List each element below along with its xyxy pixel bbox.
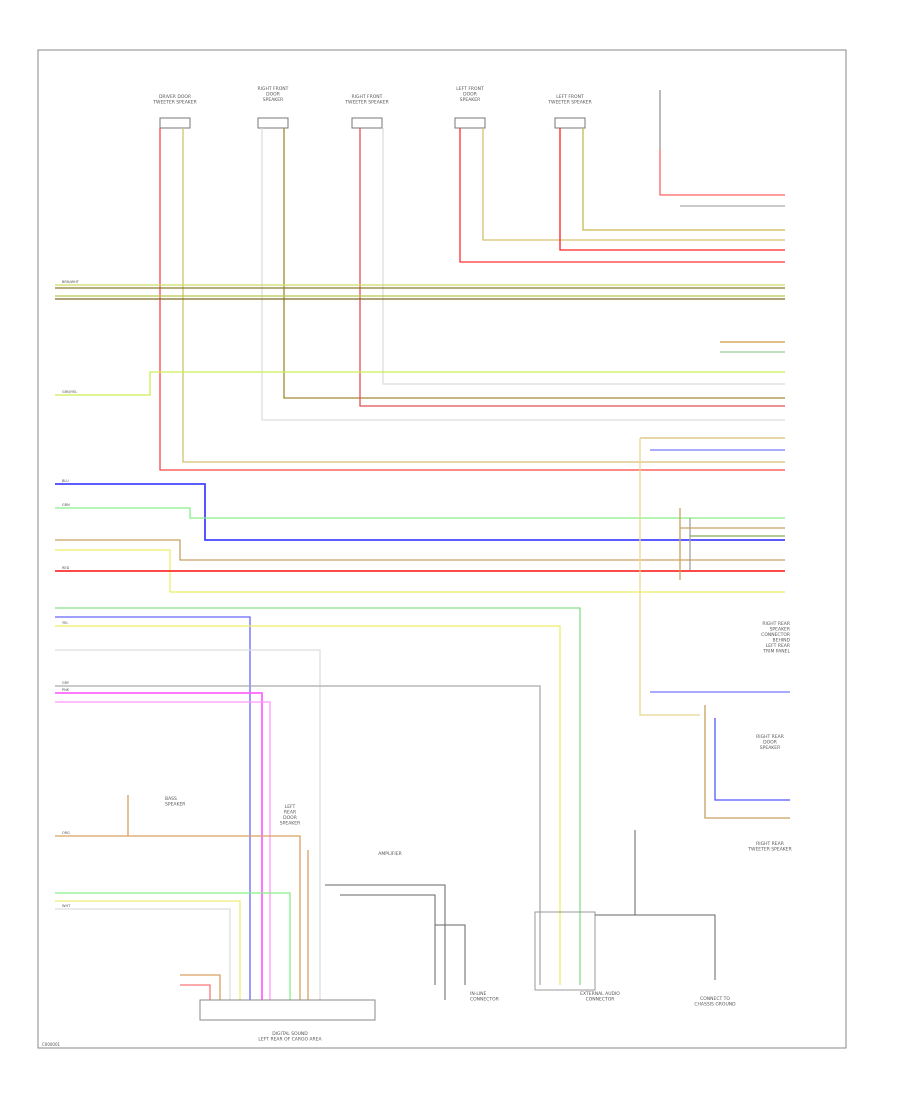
wire-tag-4: GRN bbox=[62, 503, 70, 507]
wire-tag-5: RED bbox=[62, 566, 70, 570]
wire-tag-9: ORG bbox=[62, 831, 70, 835]
amp-note: AMPLIFIER bbox=[378, 851, 401, 857]
horizontal-bus-wires bbox=[55, 284, 785, 716]
external-audio-connector bbox=[534, 911, 596, 991]
top-speaker-connectors bbox=[159, 90, 661, 195]
wire-tags: BRN/WHT GRN/YEL BLU GRN RED YEL GRY PNK … bbox=[62, 280, 80, 908]
ground-wire bbox=[595, 830, 716, 980]
wire-tag-10: WHT bbox=[62, 904, 71, 908]
wire-tag-1: BRN/WHT bbox=[62, 280, 80, 284]
amplifier-wiring bbox=[55, 607, 790, 1000]
wire-tag-7: GRY bbox=[62, 681, 70, 685]
vertical-speaker-wires bbox=[159, 128, 785, 471]
amplifier-connector bbox=[199, 999, 376, 1021]
amp-subcircuit bbox=[325, 884, 466, 1000]
wire-tag-3: BLU bbox=[62, 479, 69, 483]
diagram-border bbox=[37, 49, 847, 1049]
wire-tag-2: GRN/YEL bbox=[62, 390, 77, 394]
wire-tag-8: PNK bbox=[62, 688, 70, 692]
wire-tag-6: YEL bbox=[62, 621, 68, 625]
footer-code: C000001 bbox=[42, 1042, 61, 1047]
